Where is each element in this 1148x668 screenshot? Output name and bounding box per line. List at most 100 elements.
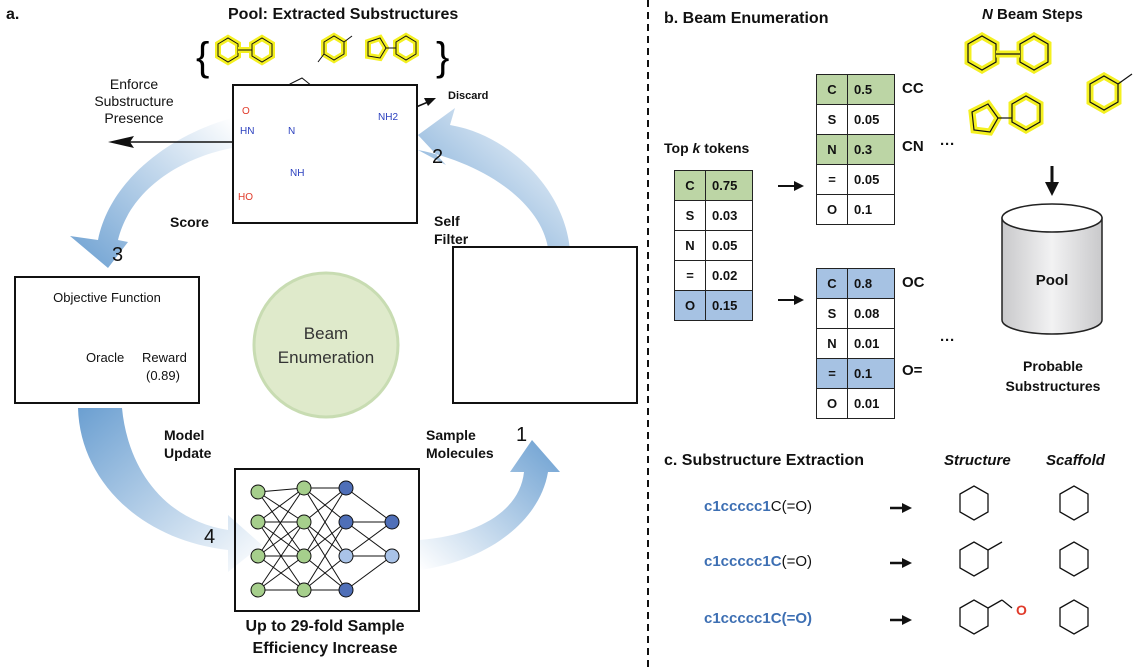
upper-beam-token: S xyxy=(816,104,848,135)
top-k-token: C xyxy=(674,170,706,201)
scaffold-header: Scaffold xyxy=(1046,452,1105,469)
brace-left: { xyxy=(196,35,209,79)
lower-beam-token: C xyxy=(816,268,848,299)
result-o-double: O= xyxy=(902,362,923,379)
efficiency-footer: Up to 29-fold Sample Efficiency Increase xyxy=(245,618,405,657)
oracle-label: Oracle xyxy=(86,350,125,365)
top-k-row: =0.02 xyxy=(674,260,753,291)
pool-title: Pool: Extracted Substructures xyxy=(228,6,459,23)
upper-beam-probability: 0.5 xyxy=(847,74,895,105)
lower-beam-token: N xyxy=(816,328,848,359)
pool-cylinder-label: Pool xyxy=(1035,272,1069,289)
upper-beam-probability: 0.05 xyxy=(847,104,895,135)
result-cc: CC xyxy=(902,80,924,97)
atom-label-n: N xyxy=(288,126,296,137)
n-beam-steps-label: N Beam Steps xyxy=(982,6,1083,23)
lower-table-arrow-head xyxy=(794,295,804,305)
candidate-molecules-box: O HN N NH2 NH HO xyxy=(232,84,418,224)
sample-molecules-label: Sample Molecules xyxy=(426,427,494,461)
smiles-row-2-rest: (=O) xyxy=(781,553,812,570)
structure-header: Structure xyxy=(944,452,1011,469)
panel-c-label: c. Substructure Extraction xyxy=(664,452,865,469)
top-k-token: N xyxy=(674,230,706,261)
upper-beam-token: N xyxy=(816,134,848,165)
pool-molecule-3 xyxy=(365,32,419,64)
upper-beam-probability: 0.05 xyxy=(847,164,895,195)
upper-table-arrow-head xyxy=(794,181,804,191)
top-k-probability: 0.02 xyxy=(705,260,753,291)
smiles-row-3-bold: c1ccccc1C(=O) xyxy=(704,610,812,627)
probable-substructures-label: Probable Substructures xyxy=(1005,358,1101,394)
enforce-label: Enforce Substructure Presence xyxy=(94,76,174,126)
aldehyde-oxygen: O xyxy=(1016,602,1027,618)
model-update-label: Model Update xyxy=(164,427,212,461)
cycle-arrow-score xyxy=(70,118,232,268)
upper-beam-probability: 0.1 xyxy=(847,194,895,225)
n-variable: N xyxy=(982,6,993,23)
panel-a-label: a. xyxy=(6,6,20,23)
lower-beam-probability: 0.8 xyxy=(847,268,895,299)
lower-beam-row: =0.1 xyxy=(816,358,895,389)
sampled-molecules-box xyxy=(452,246,638,404)
upper-beam-row: =0.05 xyxy=(816,164,895,195)
upper-beam-probability: 0.3 xyxy=(847,134,895,165)
top-k-probability: 0.75 xyxy=(705,170,753,201)
pool-molecule-1 xyxy=(215,34,275,66)
top-k-prefix: Top xyxy=(664,140,689,156)
atom-label-nh2: NH2 xyxy=(378,112,399,123)
self-filter-label: Self Filter xyxy=(434,213,469,247)
center-label: Beam Enumeration xyxy=(277,324,375,367)
reward-value: (0.89) xyxy=(146,368,180,383)
discard-arrow-head xyxy=(424,98,436,106)
top-k-token: = xyxy=(674,260,706,291)
top-k-probability: 0.03 xyxy=(705,200,753,231)
upper-beam-token: O xyxy=(816,194,848,225)
smiles-row-3: c1ccccc1C(=O) xyxy=(704,610,812,627)
extraction-structures xyxy=(959,485,1089,635)
lower-beam-probability: 0.1 xyxy=(847,358,895,389)
k-variable: k xyxy=(692,140,701,156)
atom-label-o: O xyxy=(242,106,250,117)
reward-label: Reward xyxy=(142,350,187,365)
extraction-arrows xyxy=(890,503,912,625)
brace-right: } xyxy=(436,35,449,79)
lower-beam-token: O xyxy=(816,388,848,419)
atom-label-hn: HN xyxy=(240,126,255,137)
cycle-arrow-model-update xyxy=(78,408,262,572)
step-number-1: 1 xyxy=(516,424,528,446)
step-number-3: 3 xyxy=(112,244,124,266)
ellipsis-upper: ··· xyxy=(940,136,955,153)
pool-arrow-head xyxy=(1045,182,1059,196)
result-oc: OC xyxy=(902,274,925,291)
pool-cylinder xyxy=(1001,203,1103,335)
lower-beam-probability: 0.01 xyxy=(847,328,895,359)
smiles-row-2: c1ccccc1C(=O) xyxy=(704,553,812,570)
center-circle xyxy=(252,271,400,419)
ellipsis-lower: ··· xyxy=(940,332,955,349)
top-k-suffix: tokens xyxy=(704,140,750,156)
objective-function-box: Objective Function Oracle Reward (0.89) xyxy=(14,276,200,404)
neural-network xyxy=(250,480,400,598)
top-k-probability: 0.15 xyxy=(705,290,753,321)
step-number-4: 4 xyxy=(204,526,216,548)
cycle-arrow-sample xyxy=(420,440,560,570)
smiles-row-1: c1ccccc1C(=O) xyxy=(704,498,812,515)
top-k-label: Top k tokens xyxy=(664,140,749,156)
panel-b-label: b. Beam Enumeration xyxy=(664,10,829,27)
top-k-token: S xyxy=(674,200,706,231)
top-k-probability: 0.05 xyxy=(705,230,753,261)
lower-beam-token: S xyxy=(816,298,848,329)
probable-molecules xyxy=(964,31,1133,136)
